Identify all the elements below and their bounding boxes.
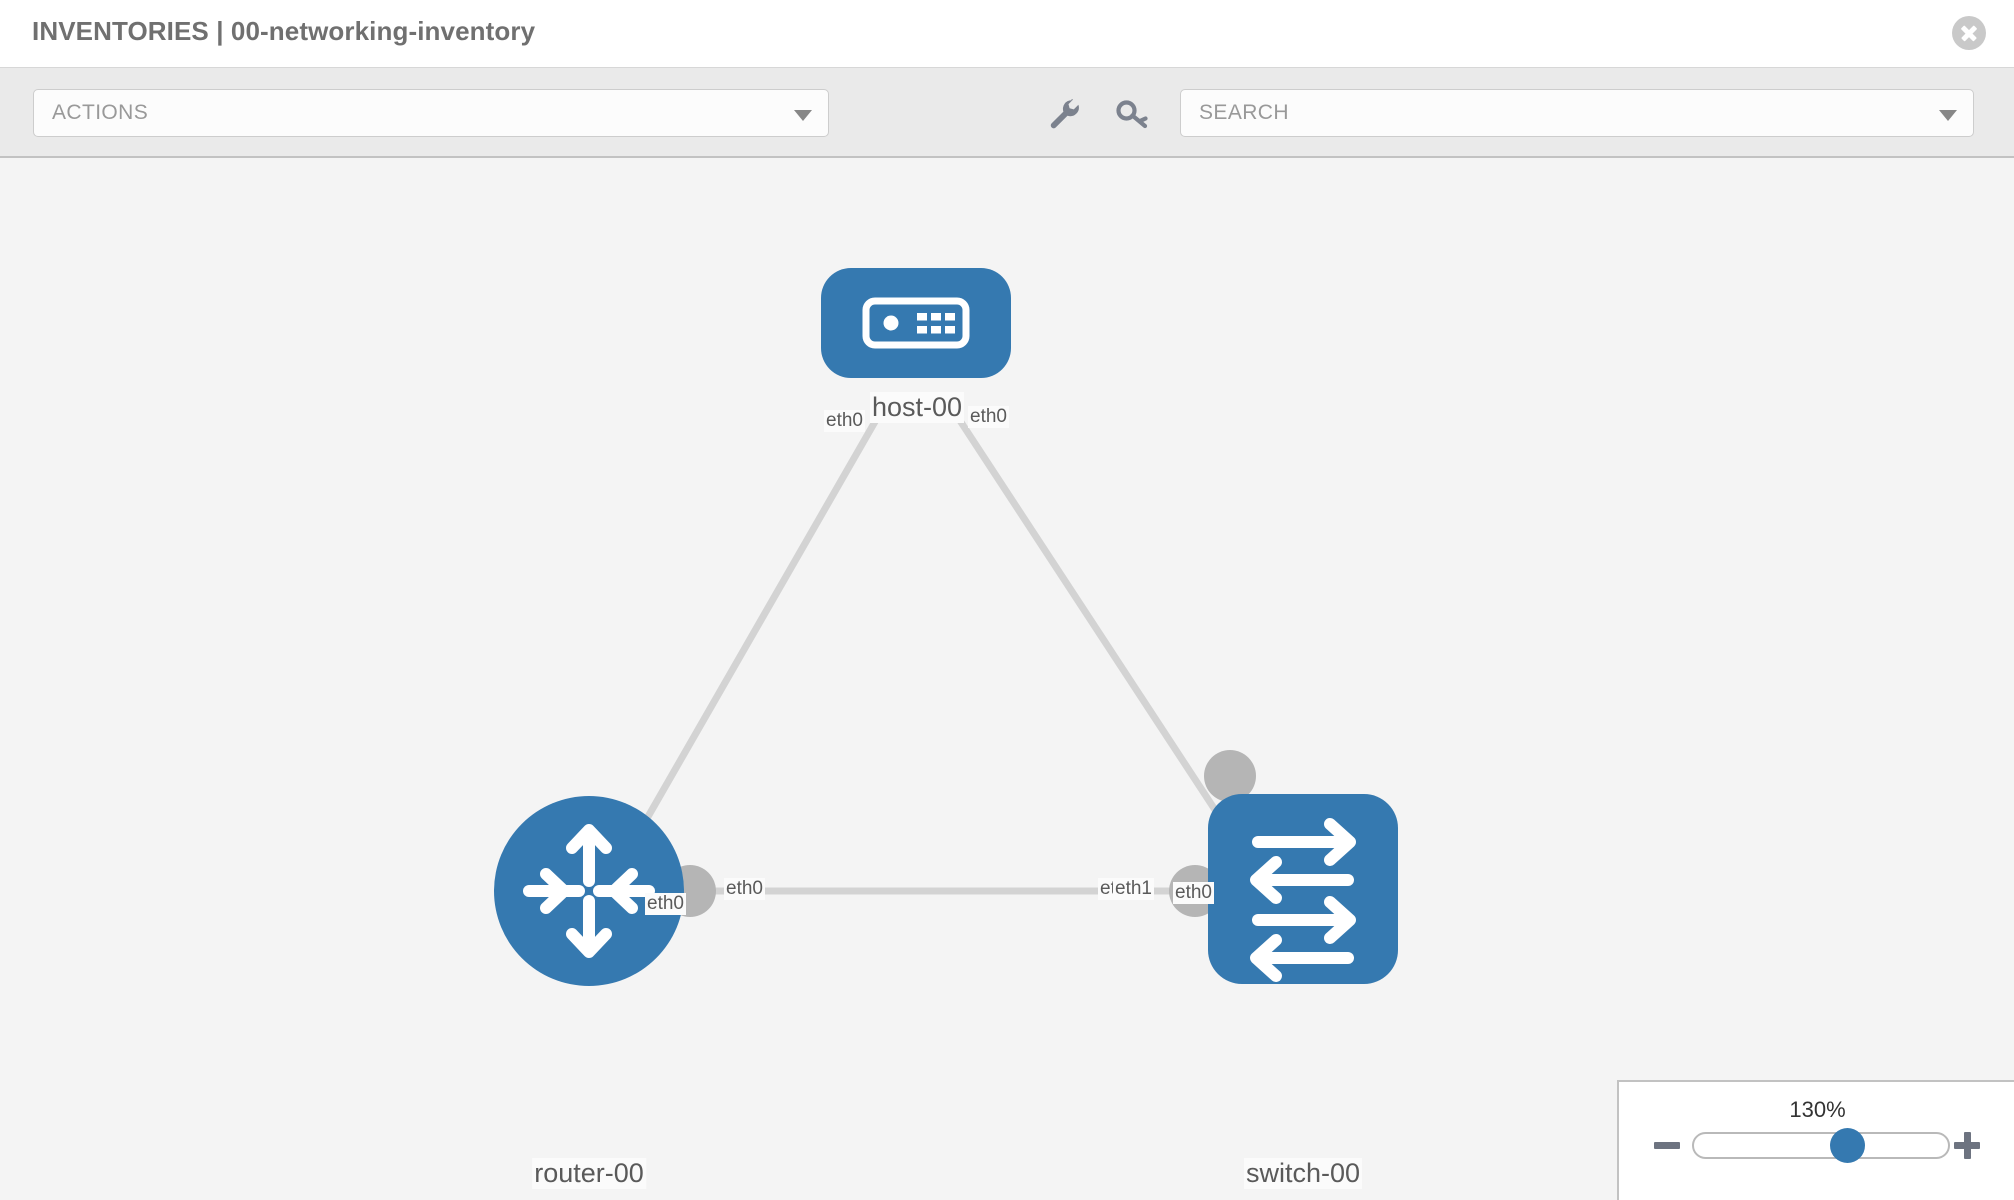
page-header: INVENTORIES | 00-networking-inventory	[0, 0, 2014, 68]
port-label-switch-up: eth0	[1173, 882, 1214, 904]
plus-icon-bar-v	[1963, 1132, 1971, 1159]
topology-graph[interactable]	[0, 158, 2014, 1200]
node-label-router-00: router-00	[532, 1158, 646, 1189]
port-label-host-left: eth0	[824, 410, 865, 432]
chevron-down-icon	[1939, 110, 1957, 121]
node-label-switch-00: switch-00	[1243, 1158, 1363, 1189]
switch-icon	[1250, 818, 1356, 982]
key-icon[interactable]	[1114, 96, 1150, 132]
actions-dropdown-label: ACTIONS	[52, 101, 149, 124]
node-label-host-00: host-00	[869, 392, 965, 423]
port-switch-up	[1204, 750, 1256, 802]
minus-icon[interactable]	[1649, 1127, 1685, 1163]
node-switch-00[interactable]	[1208, 794, 1398, 984]
link-host-switch	[952, 411, 1243, 850]
port-label-router-up: eth0	[645, 893, 686, 915]
zoom-slider-track[interactable]	[1692, 1132, 1950, 1159]
search-placeholder: SEARCH	[1199, 101, 1289, 124]
port-label-host-right: eth0	[968, 406, 1009, 428]
wrench-icon[interactable]	[1046, 96, 1082, 132]
plus-icon[interactable]	[1949, 1127, 1985, 1163]
node-router-00[interactable]	[494, 796, 684, 986]
port-label-switch-left: eth1	[1113, 878, 1154, 900]
close-icon[interactable]	[1952, 16, 1986, 50]
server-icon	[862, 297, 970, 349]
topology-canvas[interactable]: host-00 router-00 switch-00 eth0 eth0 et…	[0, 158, 2014, 1200]
chevron-down-icon	[794, 110, 812, 121]
node-host-00[interactable]	[821, 268, 1011, 378]
zoom-percent-label: 130%	[1789, 1097, 1846, 1122]
port-label-router-right: eth0	[724, 878, 765, 900]
topology-links	[626, 411, 1250, 895]
link-router-host	[626, 411, 884, 850]
zoom-slider-thumb[interactable]	[1830, 1128, 1866, 1163]
actions-dropdown[interactable]: ACTIONS	[33, 89, 829, 137]
router-icon	[523, 824, 655, 958]
toolbar: ACTIONS SEARCH	[0, 68, 2014, 158]
page-title: INVENTORIES | 00-networking-inventory	[32, 16, 536, 46]
search-input[interactable]: SEARCH	[1180, 89, 1974, 137]
zoom-control-panel: 130%	[1617, 1080, 2014, 1200]
minus-icon-bar	[1654, 1142, 1680, 1149]
